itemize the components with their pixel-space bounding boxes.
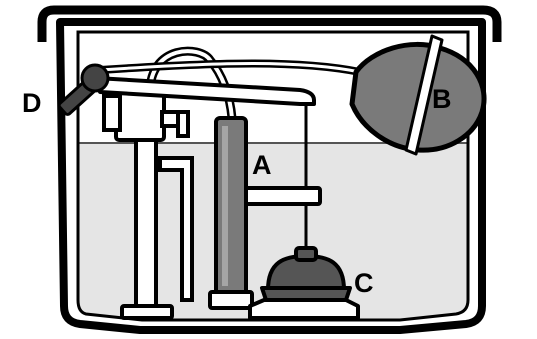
fill-valve-base xyxy=(122,306,172,318)
label-a: A xyxy=(252,150,272,180)
flush-valve-seat xyxy=(250,300,358,318)
label-b: B xyxy=(432,84,452,114)
overflow-tube xyxy=(216,118,246,296)
flapper-top xyxy=(296,248,316,260)
fill-valve-pipe xyxy=(136,140,156,310)
fill-valve-cap xyxy=(104,96,120,130)
handle-knob xyxy=(82,65,108,91)
label-d: D xyxy=(22,88,42,118)
label-c: C xyxy=(354,268,374,298)
overflow-tube-base xyxy=(210,292,252,308)
overflow-tube-highlight xyxy=(222,126,228,286)
flapper-arm xyxy=(246,188,320,204)
fill-valve-outlet-tip xyxy=(178,112,188,136)
